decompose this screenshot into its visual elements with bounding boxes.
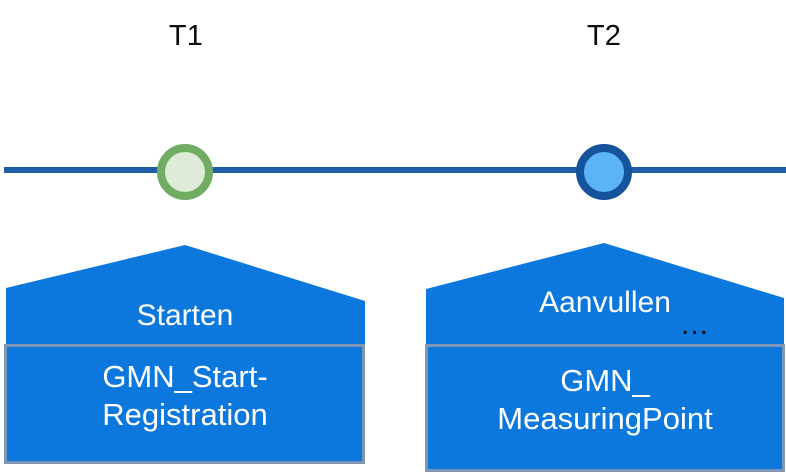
- event-box-measuring-point[interactable]: [425, 344, 785, 472]
- timeline-marker-t1[interactable]: [157, 144, 213, 200]
- ellipsis-icon-measuring-point: ...: [681, 308, 710, 341]
- event-box-start-registration[interactable]: [4, 344, 365, 464]
- event-action-label-start-registration: Starten: [136, 299, 234, 332]
- event-banner-start-registration[interactable]: [6, 245, 365, 345]
- event-object-label-start-registration: GMN_Start- Registration: [102, 359, 268, 432]
- event-banner-measuring-point[interactable]: [426, 243, 784, 345]
- event-object-label-measuring-point: GMN_ MeasuringPoint: [497, 363, 713, 436]
- timeline-label-t1: T1: [168, 20, 204, 52]
- timeline-marker-t2[interactable]: [576, 144, 632, 200]
- event-action-label-measuring-point: Aanvullen: [539, 286, 671, 319]
- timeline-label-t2: T2: [586, 20, 622, 52]
